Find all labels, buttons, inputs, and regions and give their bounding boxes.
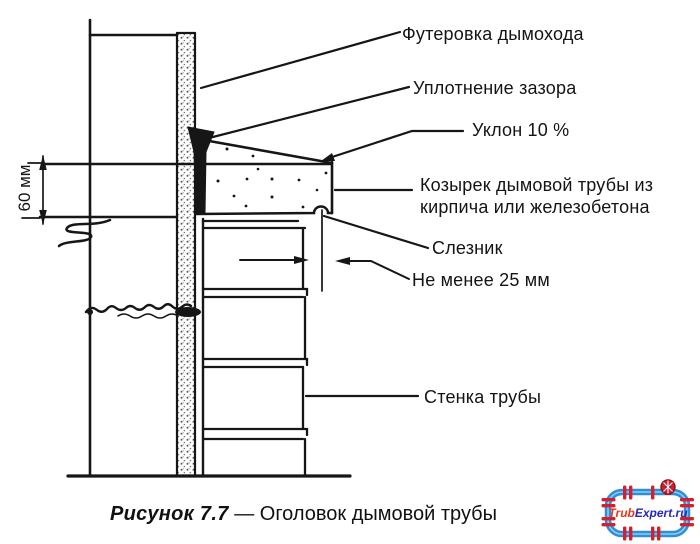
label-drip: Слезник (432, 238, 503, 258)
caption-number: Рисунок 7.7 (110, 503, 229, 525)
label-cap-line2: кирпича или железобетона (420, 197, 650, 217)
label-cap: Козырек дымовой трубы из кирпича или жел… (420, 174, 653, 218)
leader-min-offset (349, 260, 410, 280)
pipe-highlight (607, 491, 688, 535)
dimension-25mm (239, 209, 410, 292)
caption-separator: — (228, 503, 260, 525)
lining-hatch (178, 34, 194, 476)
arrow-down-icon (39, 210, 47, 225)
leader-lining (199, 30, 402, 90)
flue-and-lining (88, 18, 215, 478)
dimension-60mm (21, 155, 47, 225)
label-slope: Уклон 10 % (472, 120, 570, 140)
leader-lines (199, 30, 465, 398)
trubexpert-logo: TrubExpert.ru (599, 479, 697, 543)
arrow-up-icon (39, 155, 47, 170)
leader-seal (203, 85, 411, 141)
dimension-60mm-text: 60 мм (15, 164, 34, 212)
cap-slope-line (196, 137, 334, 165)
break-squiggle (57, 218, 112, 248)
leader-drip (322, 214, 430, 250)
valve-wheel-icon (660, 479, 676, 495)
label-lining: Футеровка дымохода (402, 24, 584, 44)
logo-text-part2: Expert.ru (634, 506, 688, 520)
break-wave (84, 303, 193, 314)
logo-text-part1: Trub (608, 506, 635, 520)
break-marks (57, 218, 201, 319)
label-min-offset: Не менее 25 мм (412, 270, 550, 290)
arrow-slope-icon (321, 153, 335, 161)
logo-text: TrubExpert.ru (599, 506, 697, 520)
joint-line (201, 427, 309, 437)
pipe-flanges (601, 485, 694, 541)
leader-slope (324, 129, 465, 161)
caption-title: Оголовок дымовой трубы (259, 503, 497, 525)
break-wave-knot (87, 309, 93, 315)
arrow-right-icon (294, 256, 309, 264)
break-wave-overlay (117, 313, 179, 319)
arrow-left-icon (335, 257, 350, 265)
brick-wall (66, 219, 352, 478)
label-seal: Уплотнение зазора (413, 78, 577, 98)
label-cap-line1: Козырек дымовой трубы из (420, 175, 654, 195)
cap-bottom-with-drip-notch (194, 205, 334, 216)
joint-line (201, 357, 309, 367)
joint-line (201, 287, 309, 297)
break-wave-blob (175, 307, 201, 317)
figure-caption: Рисунок 7.7 — Оголовок дымовой трубы (110, 503, 497, 526)
concrete-stipple (216, 147, 328, 209)
cap-slab (38, 137, 334, 219)
label-wall: Стенка трубы (424, 387, 542, 407)
logo-pipe-graphic (601, 479, 694, 541)
